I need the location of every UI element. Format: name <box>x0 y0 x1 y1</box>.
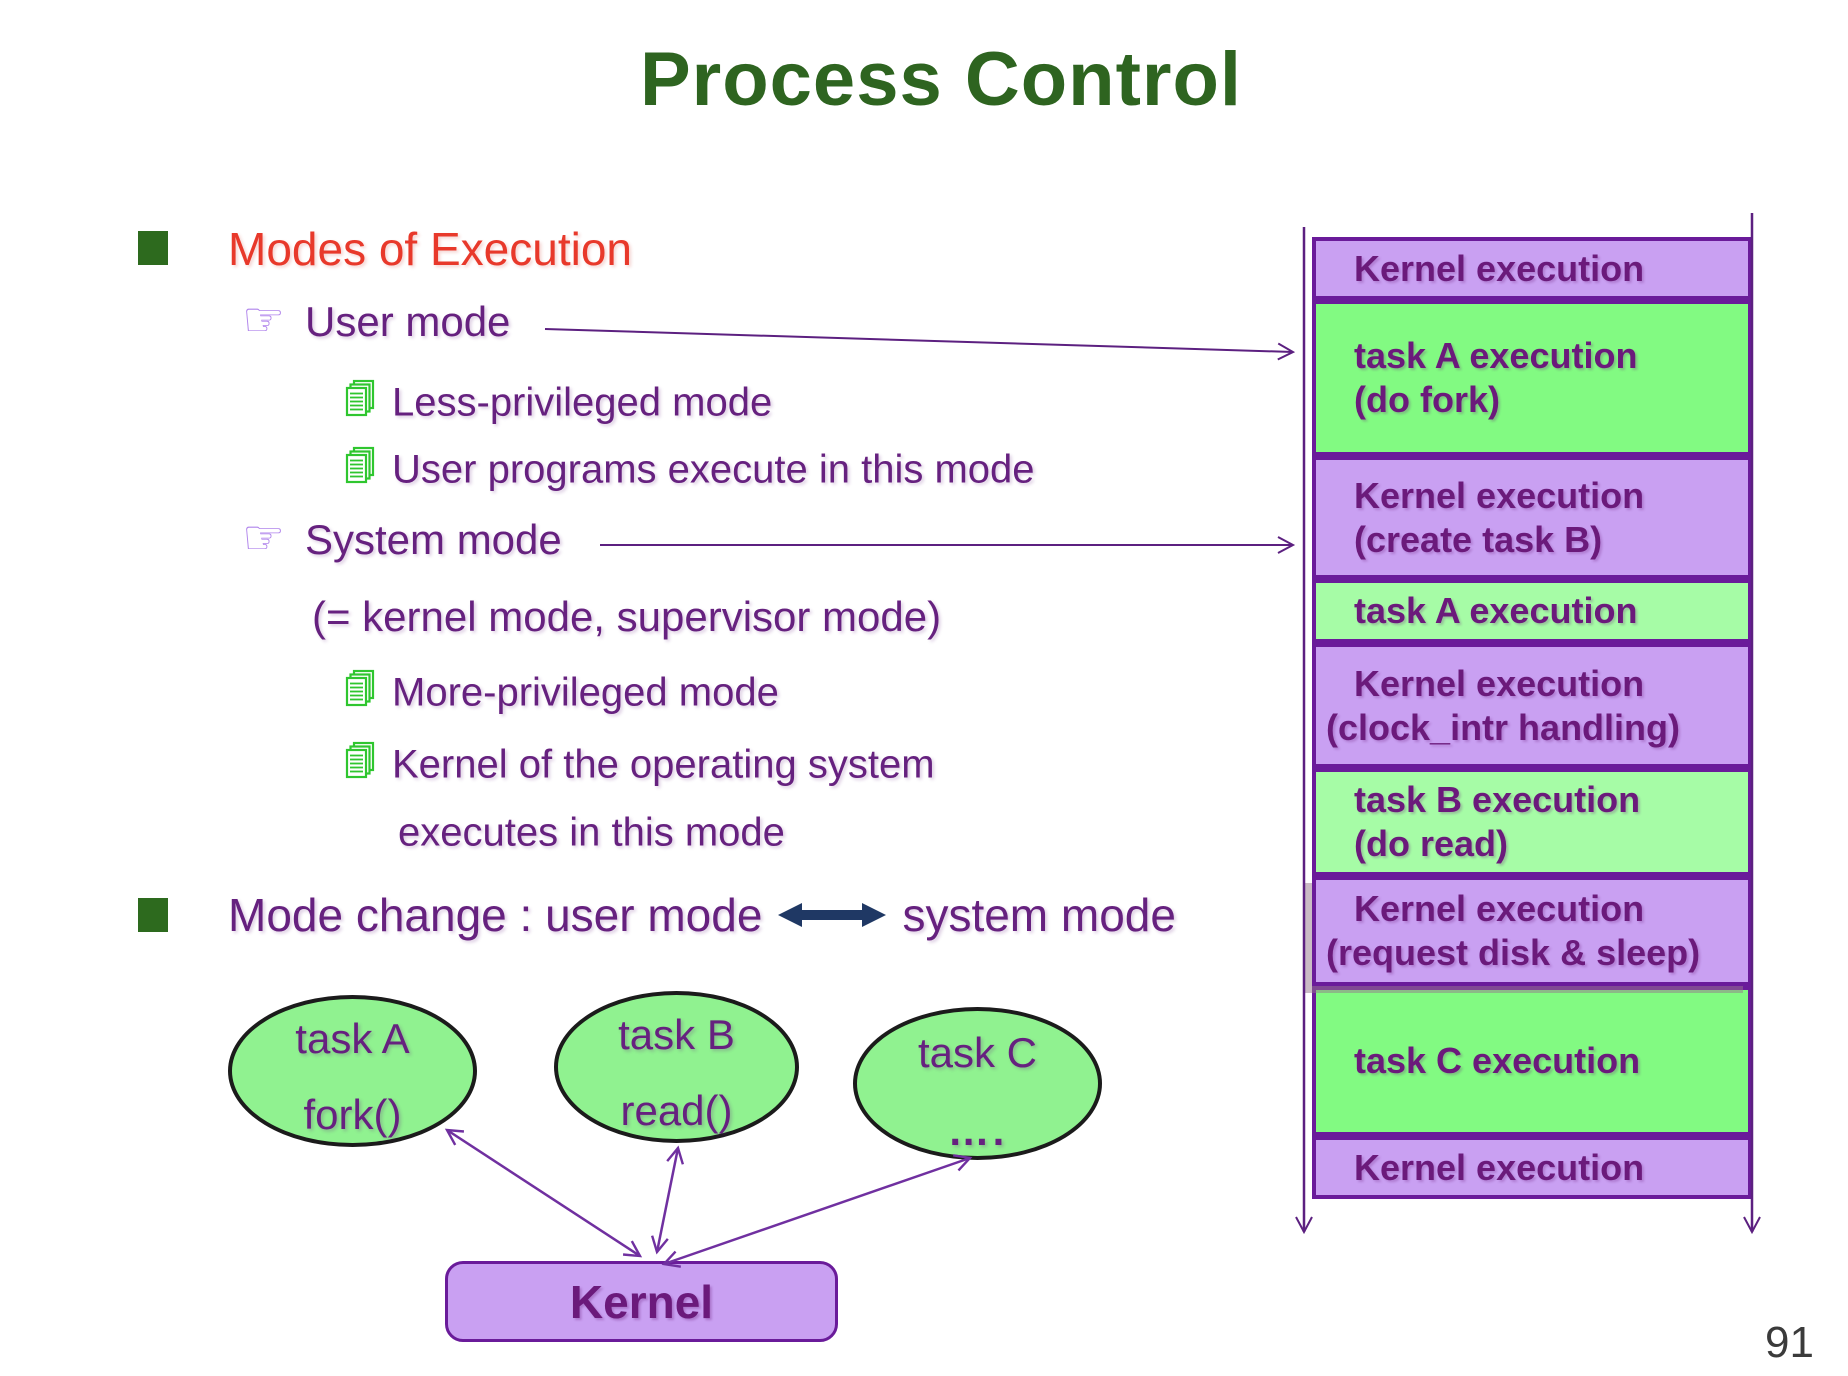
kernel-task-c-arrow <box>661 1154 973 1268</box>
bullet-user-programs: User programs execute in this mode <box>392 447 1035 492</box>
timeline-block-kernel-create-b: Kernel execution (create task B) <box>1312 456 1752 579</box>
page-title: Process Control <box>639 37 1243 122</box>
bullet-user-mode: User mode <box>305 298 511 345</box>
bullet-kernel-os-cont: executes in this mode <box>398 810 785 855</box>
timeline-block-kernel-request-disk: Kernel execution (request disk & sleep) <box>1312 876 1752 986</box>
block-label: Kernel execution <box>1354 662 1645 704</box>
kernel-task-a-arrow <box>444 1128 643 1258</box>
document-stack-icon <box>345 669 377 717</box>
timeline-block-task-a-fork: task A execution (do fork) <box>1312 300 1752 456</box>
timeline-block-kernel: Kernel execution <box>1312 237 1752 300</box>
heading-modes-of-execution: Modes of Execution <box>228 223 633 275</box>
pointer-hand-icon: ☞ <box>242 292 286 349</box>
task-b-ellipse: task B read() <box>554 991 799 1143</box>
bullet-kernel-mode-note: (= kernel mode, supervisor mode) <box>312 593 942 640</box>
block-label: Kernel execution <box>1354 888 1645 929</box>
task-a-ellipse: task A fork() <box>228 995 477 1147</box>
ellipse-label: fork() <box>303 1091 402 1138</box>
ellipse-label: task C <box>917 1029 1038 1076</box>
block-label: Kernel execution <box>1354 247 1645 289</box>
square-bullet-icon <box>138 898 168 932</box>
block-label: task A execution <box>1354 590 1638 631</box>
ellipse-label: read() <box>620 1087 733 1134</box>
mode-change-post: system mode <box>902 889 1176 941</box>
block-label: task B execution <box>1354 779 1641 820</box>
kernel-label: Kernel <box>569 1275 714 1328</box>
block-label: (do fork) <box>1354 379 1500 420</box>
block-label: Kernel execution <box>1354 474 1645 516</box>
bullet-kernel-os: Kernel of the operating system <box>392 742 935 787</box>
block-label: (clock_intr handling) <box>1326 706 1681 748</box>
block-label: (create task B) <box>1354 518 1603 560</box>
kernel-box: Kernel <box>445 1261 838 1342</box>
task-c-ellipse: task C …. <box>853 1007 1102 1160</box>
pointer-hand-icon: ☞ <box>242 510 286 567</box>
bullet-system-mode: System mode <box>305 516 562 563</box>
bullet-less-privileged: Less-privileged mode <box>392 380 773 425</box>
timeline-block-task-c: task C execution <box>1312 986 1752 1136</box>
document-stack-icon <box>345 379 377 427</box>
page-number: 91 <box>1765 1318 1814 1367</box>
bullet-more-privileged: More-privileged mode <box>392 670 779 715</box>
square-bullet-icon <box>138 231 168 265</box>
timeline-block-kernel-clock-intr: Kernel execution (clock_intr handling) <box>1312 643 1752 768</box>
block-label: (do read) <box>1354 823 1509 864</box>
block-label: (request disk & sleep) <box>1326 932 1701 973</box>
timeline-block-task-b-read: task B execution (do read) <box>1312 768 1752 876</box>
ellipse-label: …. <box>947 1107 1008 1154</box>
bullet-mode-change: Mode change : user mode system mode <box>228 888 1176 942</box>
mode-change-pre: Mode change : user mode <box>228 889 763 941</box>
block-label: task C execution <box>1354 1040 1641 1081</box>
document-stack-icon <box>345 446 377 494</box>
timeline-block-task-a: task A execution <box>1312 579 1752 643</box>
kernel-task-b-arrow <box>650 1145 685 1255</box>
double-arrow-icon <box>778 903 887 927</box>
ellipse-label: task A <box>295 1015 410 1062</box>
user-mode-connector-arrow <box>544 328 1296 361</box>
block-label: task A execution <box>1354 335 1638 376</box>
document-stack-icon <box>345 741 377 789</box>
timeline-block-kernel-bottom: Kernel execution <box>1312 1136 1752 1199</box>
ellipse-label: task B <box>618 1011 735 1058</box>
block-label: Kernel execution <box>1354 1146 1645 1188</box>
